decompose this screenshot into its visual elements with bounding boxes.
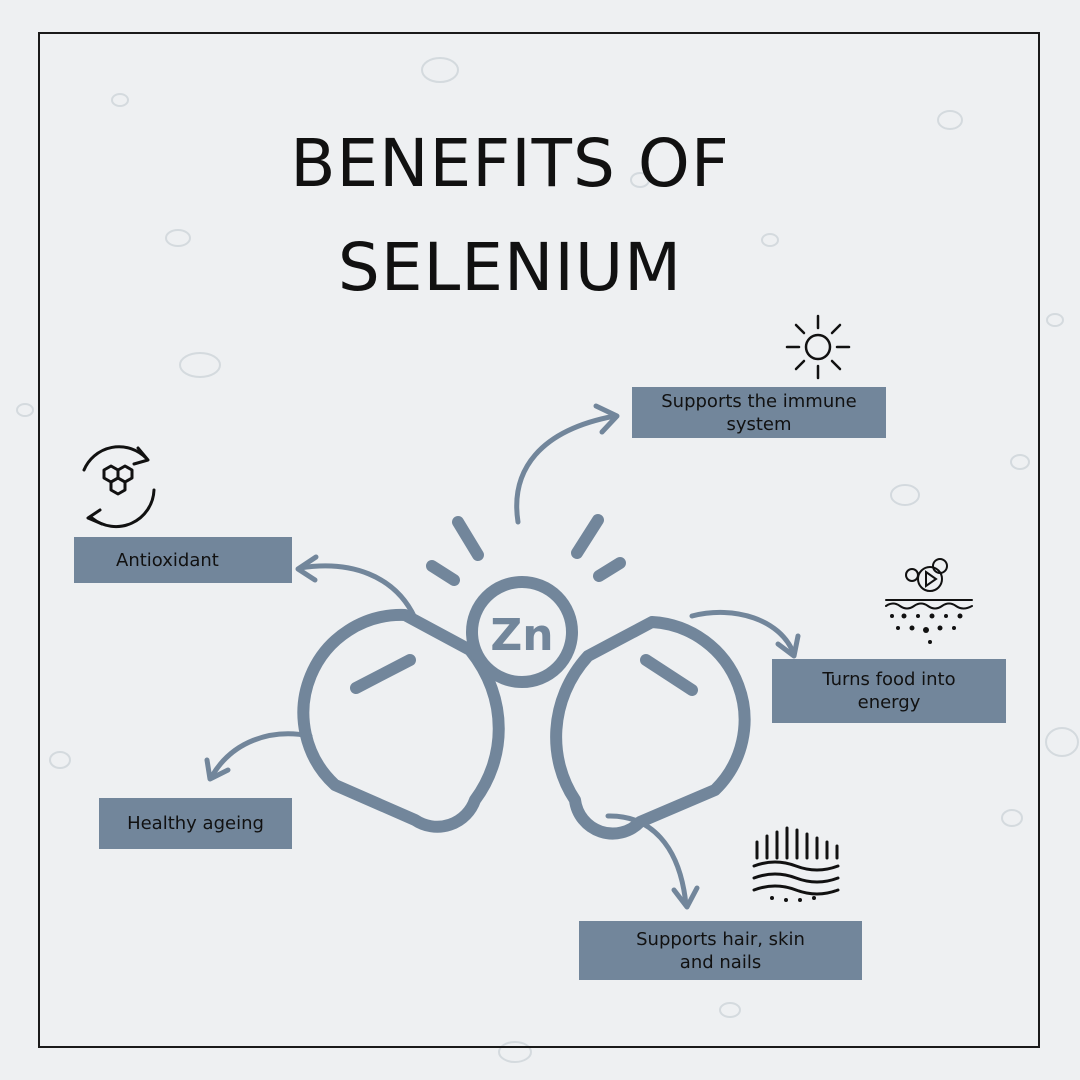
- benefit-energy: Turns food into energy: [772, 659, 1006, 723]
- arrow-to-hair: [605, 813, 689, 908]
- benefit-immune-line-1: Supports the immune: [661, 390, 857, 412]
- mineral-circle: [466, 576, 578, 688]
- capsule-left-highlight: [350, 654, 416, 694]
- benefit-antioxidant: Antioxidant: [74, 537, 292, 583]
- arrow-head-antioxidant: [295, 554, 319, 583]
- capsule-left-half: [297, 608, 505, 833]
- arrow-to-energy: [689, 609, 796, 655]
- benefit-antioxidant-label: Antioxidant: [116, 549, 219, 571]
- mineral-symbol: Zn: [490, 610, 553, 661]
- arrow-head-energy: [775, 633, 801, 659]
- digestion-bubbles-icon: [885, 558, 973, 644]
- arrow-head-immune: [593, 403, 620, 435]
- arrow-head-ageing: [204, 757, 231, 782]
- sun-icon: [785, 314, 851, 380]
- arrow-to-antioxidant: [297, 563, 418, 621]
- capsule-right-half: [550, 616, 751, 840]
- arrow-to-ageing: [209, 731, 313, 779]
- molecule-cycle-icon: [82, 445, 156, 529]
- benefit-energy-line-2: energy: [857, 692, 921, 713]
- benefit-ageing-label: Healthy ageing: [127, 813, 264, 834]
- benefit-hair: Supports hair, skin and nails: [579, 921, 862, 980]
- capsule-right-highlight: [640, 654, 698, 696]
- benefit-immune: Supports the immune system: [632, 387, 886, 438]
- page-title: BENEFITS OF SELENIUM: [240, 112, 780, 320]
- hair-skin-layers-icon: [752, 826, 840, 902]
- capsule-icon: [297, 608, 751, 840]
- page-title-line-2: SELENIUM: [337, 229, 683, 306]
- arrow-to-immune: [514, 413, 618, 525]
- benefit-hair-line-2: and nails: [679, 951, 762, 973]
- benefit-hair-line-1: Supports hair, skin: [636, 928, 805, 950]
- benefit-immune-line-2: system: [726, 413, 792, 435]
- benefit-energy-line-1: Turns food into: [822, 669, 956, 690]
- benefit-ageing: Healthy ageing: [99, 798, 292, 849]
- content-frame: [38, 32, 1040, 1048]
- page-title-line-1: BENEFITS OF: [290, 125, 730, 202]
- shine-rays: [426, 514, 626, 586]
- arrow-head-hair: [671, 885, 700, 910]
